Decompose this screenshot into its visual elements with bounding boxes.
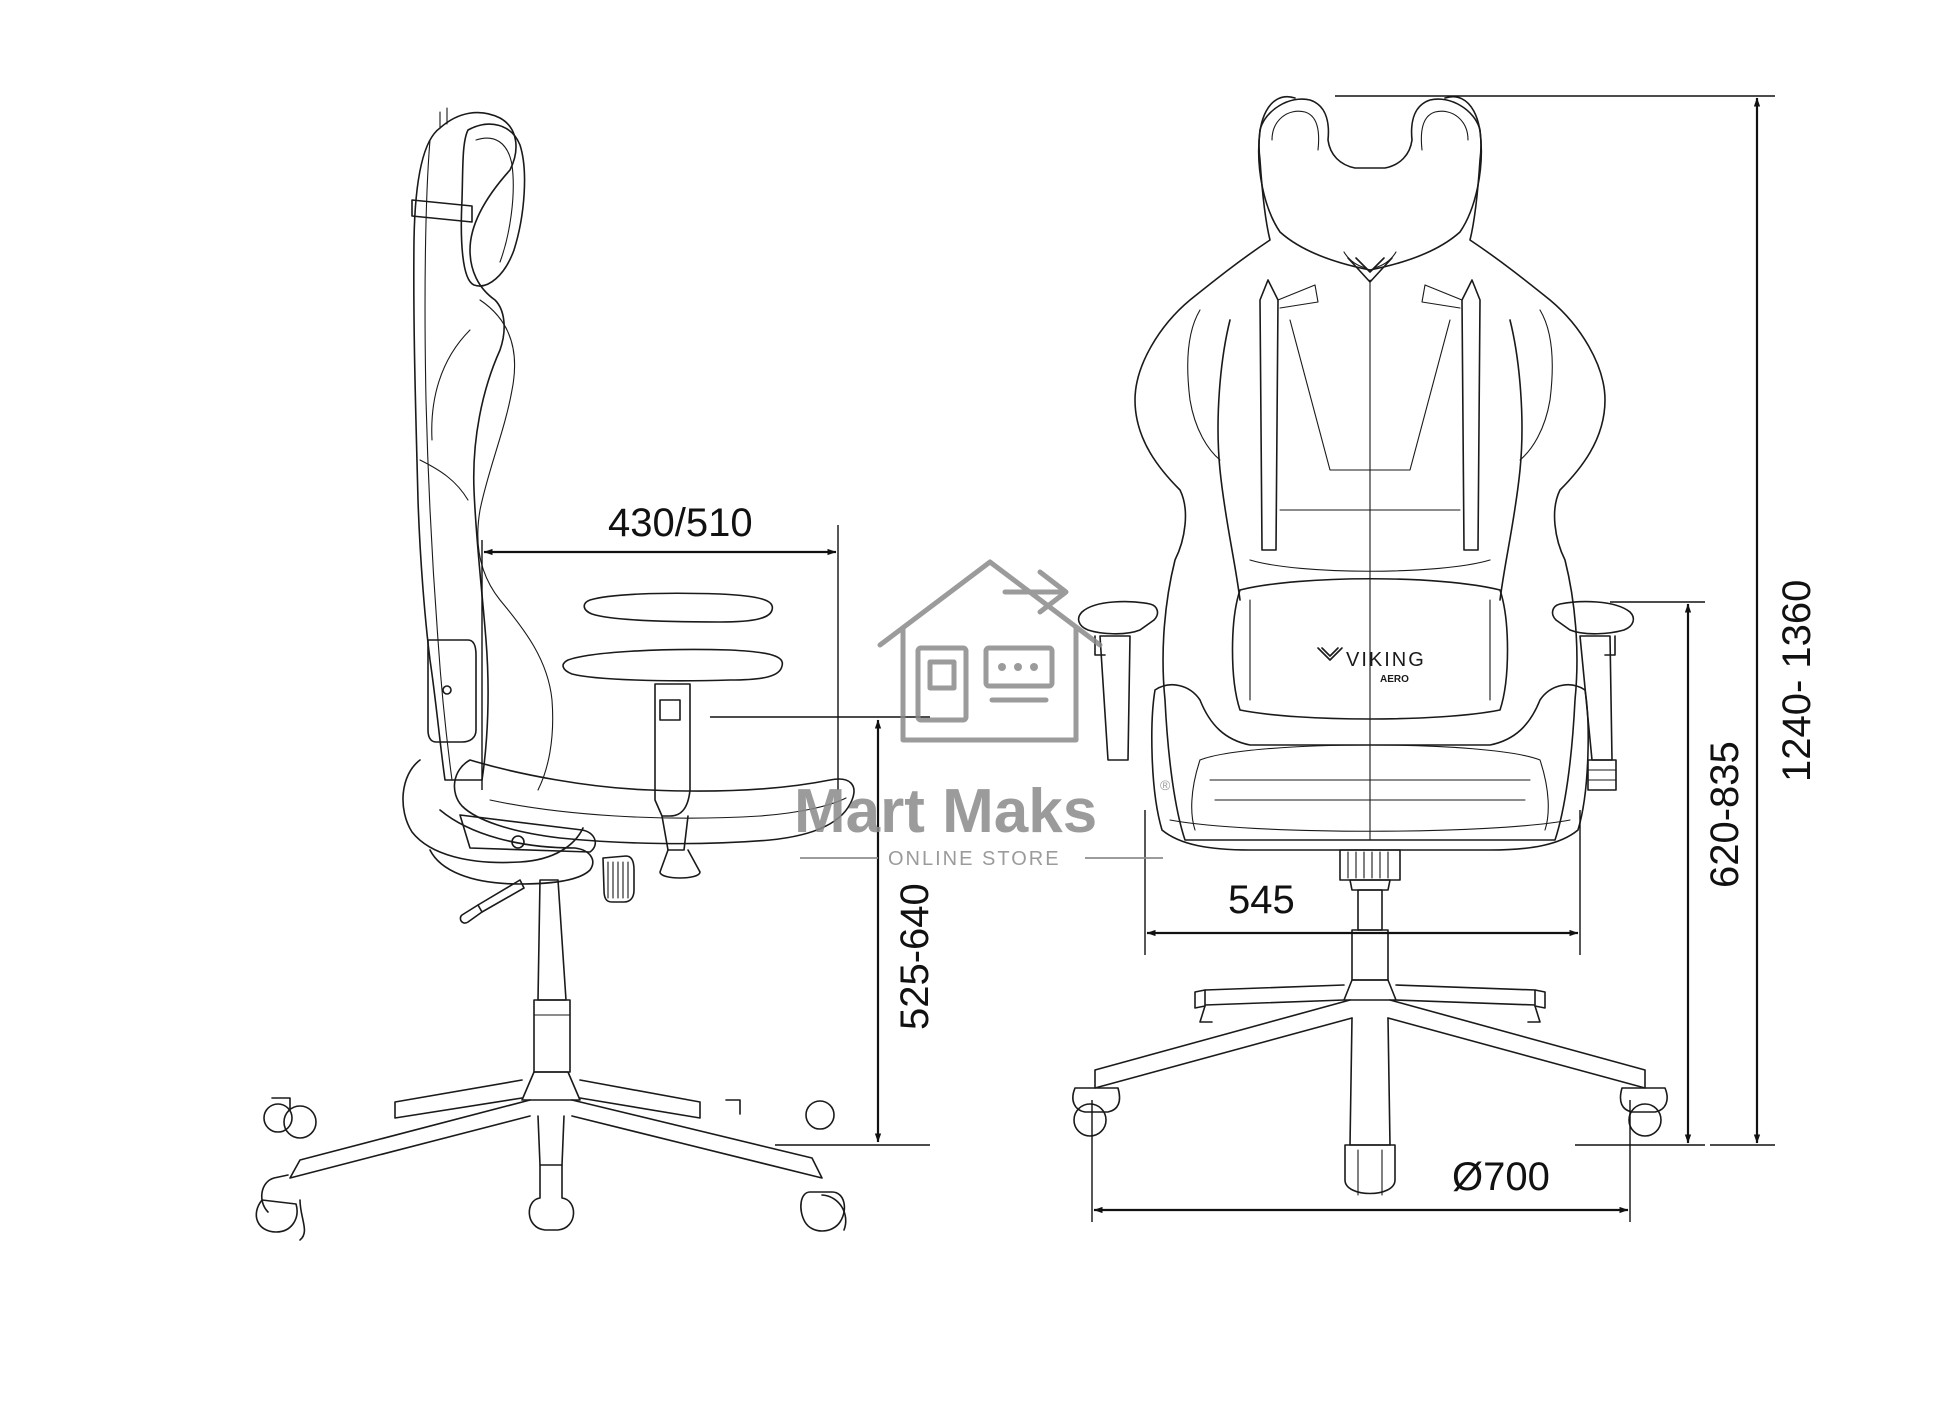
dimension-700: Ø700 bbox=[1091, 1100, 1631, 1222]
watermark-registered: ® bbox=[1160, 777, 1171, 793]
dim-seat-height-label: 525-640 bbox=[893, 883, 937, 1030]
house-logo-icon bbox=[877, 559, 1103, 743]
dimension-430-510: 430/510 bbox=[481, 501, 839, 790]
dimension-545: 545 bbox=[1144, 810, 1581, 955]
dim-armrest-height-label: 620-835 bbox=[1703, 741, 1747, 888]
dim-seat-depth-label: 430/510 bbox=[608, 501, 753, 545]
lumbar-logo-brand: VIKING bbox=[1346, 649, 1426, 671]
dimension-620-835: 620-835 bbox=[1575, 601, 1747, 1146]
chair-side-view bbox=[255, 107, 855, 1241]
chair-front-view: VIKING AERO bbox=[1072, 95, 1668, 1196]
dim-base-diameter-label: Ø700 bbox=[1452, 1155, 1550, 1199]
watermark-tagline: ONLINE STORE bbox=[888, 848, 1061, 870]
watermark-name: Mart Maks bbox=[794, 777, 1097, 846]
watermark: Mart Maks ® ONLINE STORE bbox=[794, 559, 1171, 870]
dimension-525-640: 525-640 bbox=[710, 716, 937, 1146]
lumbar-logo-model: AERO bbox=[1380, 674, 1409, 685]
dim-seat-width-label: 545 bbox=[1228, 878, 1295, 922]
dim-total-height-label: 1240- 1360 bbox=[1775, 580, 1819, 782]
dimension-1240-1360: 1240- 1360 bbox=[1335, 95, 1819, 1146]
